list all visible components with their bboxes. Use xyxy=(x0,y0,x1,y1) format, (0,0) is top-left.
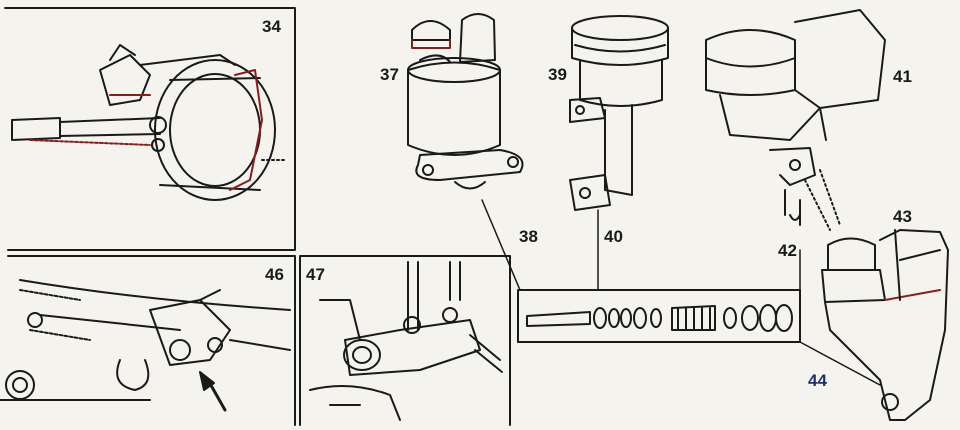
panel-46 xyxy=(0,255,296,426)
panel-46-frame xyxy=(7,255,296,426)
panel-34 xyxy=(4,7,296,251)
label-42: 42 xyxy=(778,241,797,260)
part-37-reservoir xyxy=(407,13,524,190)
label-40: 40 xyxy=(604,227,623,246)
panel-47 xyxy=(299,255,511,426)
label-43: 43 xyxy=(893,207,912,226)
panel-34-frame xyxy=(4,7,296,251)
label-46: 46 xyxy=(265,265,284,284)
part-41-reservoir xyxy=(705,9,886,231)
part-43-reservoir xyxy=(821,229,949,421)
label-38: 38 xyxy=(519,227,538,246)
label-39: 39 xyxy=(548,65,567,84)
part-39-reservoir xyxy=(569,15,669,211)
label-37: 37 xyxy=(380,65,399,84)
label-34: 34 xyxy=(262,17,281,36)
label-47: 47 xyxy=(306,265,325,284)
leader-lines xyxy=(481,199,881,386)
servo-body xyxy=(154,59,276,201)
label-41: 41 xyxy=(893,67,912,86)
servo-pushrod xyxy=(11,117,161,141)
label-44: 44 xyxy=(808,371,827,390)
servo-reservoir xyxy=(99,54,151,106)
seal-kit-strip xyxy=(517,289,801,343)
panel-47-frame xyxy=(299,255,511,426)
